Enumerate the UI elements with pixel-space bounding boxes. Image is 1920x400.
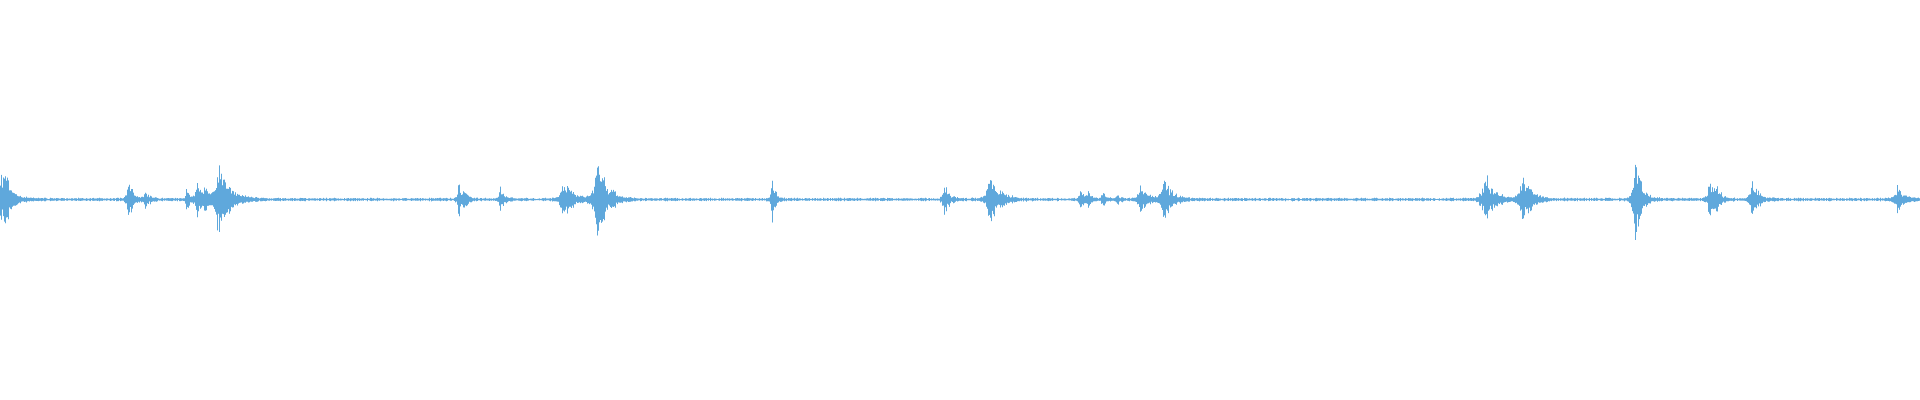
waveform-path: [0, 164, 1920, 240]
waveform-trace: [0, 164, 1920, 240]
